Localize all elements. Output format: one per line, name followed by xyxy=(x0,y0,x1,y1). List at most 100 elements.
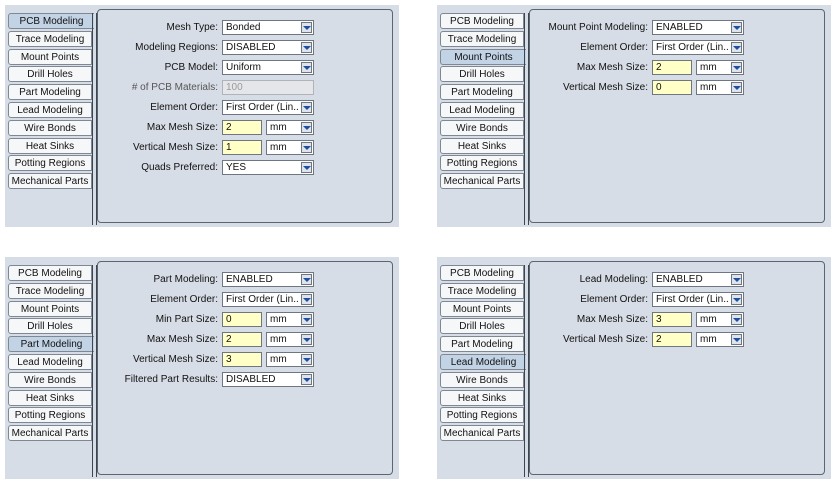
max-mesh-unit-select[interactable]: mm xyxy=(266,120,314,135)
chevron-down-icon[interactable] xyxy=(301,274,312,285)
settings-area: Mesh Type: Bonded Modeling Regions: DISA… xyxy=(97,9,393,223)
tab-lead-modeling[interactable]: Lead Modeling xyxy=(440,353,526,370)
vertical-mesh-unit-select[interactable]: mm xyxy=(696,80,744,95)
tab-separator xyxy=(92,13,97,225)
tab-trace-modeling[interactable]: Trace Modeling xyxy=(8,282,92,299)
chevron-down-icon[interactable] xyxy=(301,334,312,345)
vertical-mesh-unit-select[interactable]: mm xyxy=(266,140,314,155)
tab-mount-points[interactable]: Mount Points xyxy=(440,300,524,317)
chevron-down-icon[interactable] xyxy=(301,354,312,365)
vertical-mesh-size-input[interactable]: 2 xyxy=(652,332,692,347)
chevron-down-icon[interactable] xyxy=(731,274,742,285)
element-order-select[interactable]: First Order (Lin... xyxy=(222,100,314,115)
tab-pcb-modeling[interactable]: PCB Modeling xyxy=(8,13,94,29)
vertical-mesh-size-input[interactable]: 1 xyxy=(222,140,262,155)
chevron-down-icon[interactable] xyxy=(301,62,312,73)
pcb-materials-input[interactable]: 100 xyxy=(222,80,314,95)
chevron-down-icon[interactable] xyxy=(731,62,742,73)
tab-mount-points[interactable]: Mount Points xyxy=(440,48,526,65)
tab-lead-modeling[interactable]: Lead Modeling xyxy=(8,101,92,118)
max-mesh-unit-select[interactable]: mm xyxy=(696,60,744,75)
tab-wire-bonds[interactable]: Wire Bonds xyxy=(8,119,92,136)
tab-lead-modeling[interactable]: Lead Modeling xyxy=(440,101,524,118)
chevron-down-icon[interactable] xyxy=(731,82,742,93)
part-modeling-select[interactable]: ENABLED xyxy=(222,272,314,287)
tab-wire-bonds[interactable]: Wire Bonds xyxy=(440,119,524,136)
tab-drill-holes[interactable]: Drill Holes xyxy=(440,318,524,335)
tab-potting-regions[interactable]: Potting Regions xyxy=(8,155,92,172)
max-mesh-size-input[interactable]: 2 xyxy=(222,120,262,135)
tab-separator xyxy=(92,265,97,477)
tab-lead-modeling[interactable]: Lead Modeling xyxy=(8,353,92,370)
tab-part-modeling[interactable]: Part Modeling xyxy=(440,336,524,353)
max-mesh-unit-select[interactable]: mm xyxy=(696,312,744,327)
vertical-mesh-unit-select[interactable]: mm xyxy=(696,332,744,347)
tab-part-modeling[interactable]: Part Modeling xyxy=(8,84,92,101)
chevron-down-icon[interactable] xyxy=(301,162,312,173)
tab-wire-bonds[interactable]: Wire Bonds xyxy=(440,371,524,388)
tab-potting-regions[interactable]: Potting Regions xyxy=(440,155,524,172)
tab-mechanical-parts[interactable]: Mechanical Parts xyxy=(440,173,524,190)
chevron-down-icon[interactable] xyxy=(301,142,312,153)
tab-drill-holes[interactable]: Drill Holes xyxy=(440,66,524,83)
chevron-down-icon[interactable] xyxy=(301,294,312,305)
pcb-model-select[interactable]: Uniform xyxy=(222,60,314,75)
chevron-down-icon[interactable] xyxy=(731,22,742,33)
tab-drill-holes[interactable]: Drill Holes xyxy=(8,66,92,83)
select-value: First Order (Lin... xyxy=(656,294,729,305)
chevron-down-icon[interactable] xyxy=(301,102,312,113)
min-part-unit-select[interactable]: mm xyxy=(266,312,314,327)
chevron-down-icon[interactable] xyxy=(301,374,312,385)
tab-mount-points[interactable]: Mount Points xyxy=(8,300,92,317)
lead-modeling-select[interactable]: ENABLED xyxy=(652,272,744,287)
element-order-select[interactable]: First Order (Lin... xyxy=(222,292,314,307)
tab-pcb-modeling[interactable]: PCB Modeling xyxy=(8,265,92,281)
chevron-down-icon[interactable] xyxy=(301,122,312,133)
chevron-down-icon[interactable] xyxy=(731,294,742,305)
filtered-part-results-select[interactable]: DISABLED xyxy=(222,372,314,387)
field-row: Vertical Mesh Size: xyxy=(98,352,218,369)
panel-mount-points: PCB Modeling Trace Modeling Mount Points… xyxy=(437,5,831,227)
select-value: mm xyxy=(270,314,287,325)
chevron-down-icon[interactable] xyxy=(731,314,742,325)
tab-drill-holes[interactable]: Drill Holes xyxy=(8,318,92,335)
tab-trace-modeling[interactable]: Trace Modeling xyxy=(440,282,524,299)
tab-potting-regions[interactable]: Potting Regions xyxy=(440,407,524,424)
modeling-regions-select[interactable]: DISABLED xyxy=(222,40,314,55)
tab-part-modeling[interactable]: Part Modeling xyxy=(440,84,524,101)
max-mesh-size-input[interactable]: 2 xyxy=(652,60,692,75)
chevron-down-icon[interactable] xyxy=(731,334,742,345)
tab-mount-points[interactable]: Mount Points xyxy=(8,48,92,65)
tab-mechanical-parts[interactable]: Mechanical Parts xyxy=(440,425,524,442)
vertical-mesh-unit-select[interactable]: mm xyxy=(266,352,314,367)
max-mesh-size-input[interactable]: 2 xyxy=(222,332,262,347)
chevron-down-icon[interactable] xyxy=(301,22,312,33)
element-order-select[interactable]: First Order (Lin... xyxy=(652,40,744,55)
element-order-select[interactable]: First Order (Lin... xyxy=(652,292,744,307)
select-value: mm xyxy=(700,334,717,345)
chevron-down-icon[interactable] xyxy=(731,42,742,53)
chevron-down-icon[interactable] xyxy=(301,42,312,53)
tab-wire-bonds[interactable]: Wire Bonds xyxy=(8,371,92,388)
tab-heat-sinks[interactable]: Heat Sinks xyxy=(440,389,524,406)
vertical-mesh-size-input[interactable]: 3 xyxy=(222,352,262,367)
tab-potting-regions[interactable]: Potting Regions xyxy=(8,407,92,424)
tab-pcb-modeling[interactable]: PCB Modeling xyxy=(440,265,524,281)
mesh-type-select[interactable]: Bonded xyxy=(222,20,314,35)
max-mesh-unit-select[interactable]: mm xyxy=(266,332,314,347)
mount-point-modeling-select[interactable]: ENABLED xyxy=(652,20,744,35)
tab-trace-modeling[interactable]: Trace Modeling xyxy=(440,30,524,47)
vertical-mesh-size-input[interactable]: 0 xyxy=(652,80,692,95)
tab-heat-sinks[interactable]: Heat Sinks xyxy=(8,137,92,154)
tab-mechanical-parts[interactable]: Mechanical Parts xyxy=(8,173,92,190)
tab-heat-sinks[interactable]: Heat Sinks xyxy=(440,137,524,154)
min-part-size-input[interactable]: 0 xyxy=(222,312,262,327)
quads-preferred-select[interactable]: YES xyxy=(222,160,314,175)
tab-mechanical-parts[interactable]: Mechanical Parts xyxy=(8,425,92,442)
max-mesh-size-input[interactable]: 3 xyxy=(652,312,692,327)
tab-trace-modeling[interactable]: Trace Modeling xyxy=(8,30,92,47)
tab-part-modeling[interactable]: Part Modeling xyxy=(8,336,94,353)
tab-heat-sinks[interactable]: Heat Sinks xyxy=(8,389,92,406)
tab-pcb-modeling[interactable]: PCB Modeling xyxy=(440,13,524,29)
chevron-down-icon[interactable] xyxy=(301,314,312,325)
